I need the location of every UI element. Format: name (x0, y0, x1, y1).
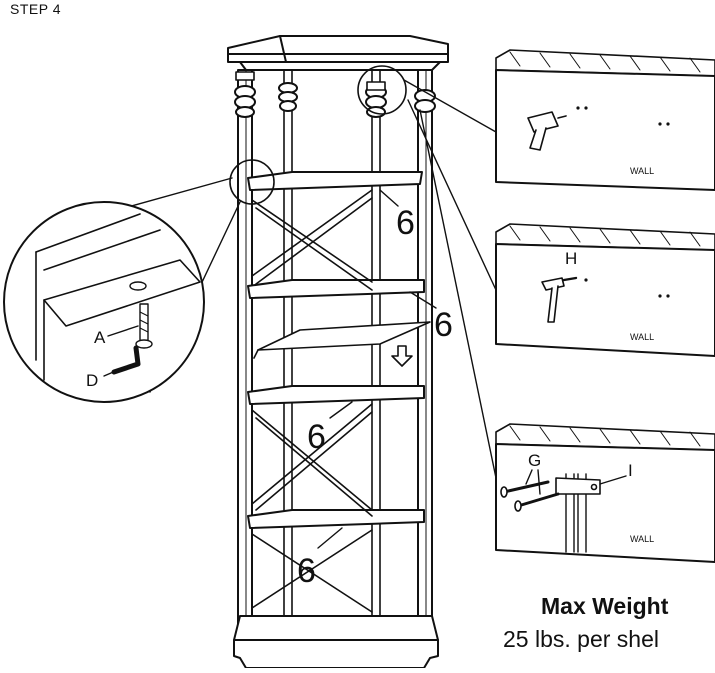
bookcase-cross-braces (251, 189, 373, 613)
wall-label: WALL (630, 332, 654, 342)
bookcase (227, 35, 449, 669)
bookcase-rear-posts (283, 69, 381, 629)
wall-panel-bracket: G I WALL (495, 423, 715, 563)
label-g: G (528, 451, 541, 470)
bookcase-post-rings (234, 82, 436, 118)
allen-key-icon (111, 345, 141, 375)
label-h: H (565, 249, 577, 268)
label-d: D (86, 371, 98, 390)
max-weight-title: Max Weight (541, 593, 669, 619)
label-i: I (628, 461, 633, 480)
step-title: STEP 4 (10, 1, 61, 17)
drill-icon (527, 111, 567, 151)
shelf-number-labels: 6 6 6 6 (297, 189, 453, 590)
bookcase-crown (227, 35, 449, 71)
wall-panel-drill: WALL (495, 49, 715, 191)
down-arrow-icon (391, 345, 413, 367)
bookcase-shelves (233, 171, 439, 641)
bracket-icon (555, 477, 601, 495)
wall-screw-icon (500, 480, 560, 512)
max-weight-detail: 25 lbs. per shel (503, 626, 659, 652)
screw-icon (135, 303, 153, 349)
hammer-icon (541, 277, 565, 323)
shelf-number-label: 6 (297, 552, 316, 590)
shelf-number-label: 6 (307, 418, 326, 456)
bookcase-base (233, 639, 439, 669)
top-brackets (235, 71, 386, 91)
detail-zoom-circle: A D (3, 177, 241, 403)
wall-label: WALL (630, 166, 654, 176)
shelf-being-inserted (253, 321, 431, 359)
wall-label: WALL (630, 534, 654, 544)
wall-panel-hammer: H WALL (495, 223, 715, 357)
shelf-number-label: 6 (434, 306, 453, 344)
label-a: A (94, 328, 106, 347)
magnifier-circle-icon (229, 65, 407, 205)
panel-connector-lines (403, 79, 497, 479)
shelf-number-label: 6 (396, 204, 415, 242)
